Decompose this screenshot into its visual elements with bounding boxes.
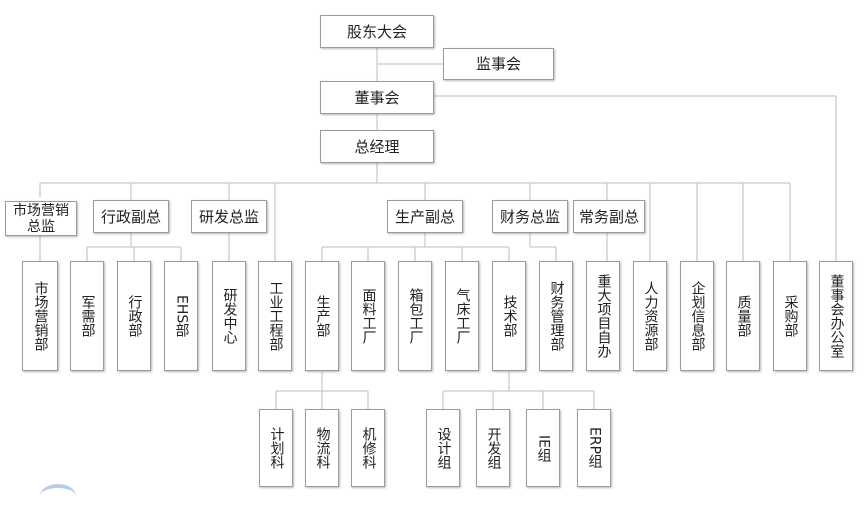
dept-planning-information: 企划信息部 [680,261,714,371]
marketing-director-box: 市场营销总监 [5,201,77,236]
executive-vp-box: 常务副总 [573,200,645,233]
section-planning: 计划科 [259,409,293,487]
dept-airbed-factory: 气床工厂 [445,261,479,371]
dept-human-resources: 人力资源部 [633,261,667,371]
dept-quality: 质量部 [726,261,760,371]
finance-director-box: 财务总监 [492,200,568,233]
general-manager-box: 总经理 [320,130,434,163]
section-erp-group: ERP组 [577,409,611,487]
section-ie-group: IE组 [526,409,560,487]
dept-technology: 技术部 [492,261,526,371]
dept-major-projects: 重大项目自办 [586,261,620,371]
dept-purchasing: 采购部 [773,261,807,371]
dept-rd-center: 研发中心 [212,261,246,371]
production-vp-box: 生产副总 [387,200,463,233]
board-of-directors-box: 董事会 [320,81,434,114]
dept-military-supply: 军需部 [70,261,104,371]
dept-bag-factory: 箱包工厂 [398,261,432,371]
section-maintenance: 机修科 [351,409,385,487]
dept-production: 生产部 [305,261,339,371]
supervisory-board-box: 监事会 [443,48,554,80]
dept-board-office: 董事会办公室 [819,261,853,371]
section-logistics: 物流科 [305,409,339,487]
dept-ehs: EHS部 [164,261,198,371]
dept-industrial-engineering: 工业工程部 [258,261,292,371]
section-development: 开发组 [476,409,510,487]
rd-director-box: 研发总监 [191,200,267,233]
dept-admin: 行政部 [117,261,151,371]
dept-finance-management: 财务管理部 [539,261,573,371]
dept-fabric-factory: 面料工厂 [351,261,385,371]
admin-vp-box: 行政副总 [93,200,169,233]
decorative-arc [40,484,76,508]
connector-lines [39,48,837,409]
dept-marketing: 市场营销部 [22,261,58,371]
section-design: 设计组 [426,409,460,487]
shareholders-box: 股东大会 [320,15,434,48]
